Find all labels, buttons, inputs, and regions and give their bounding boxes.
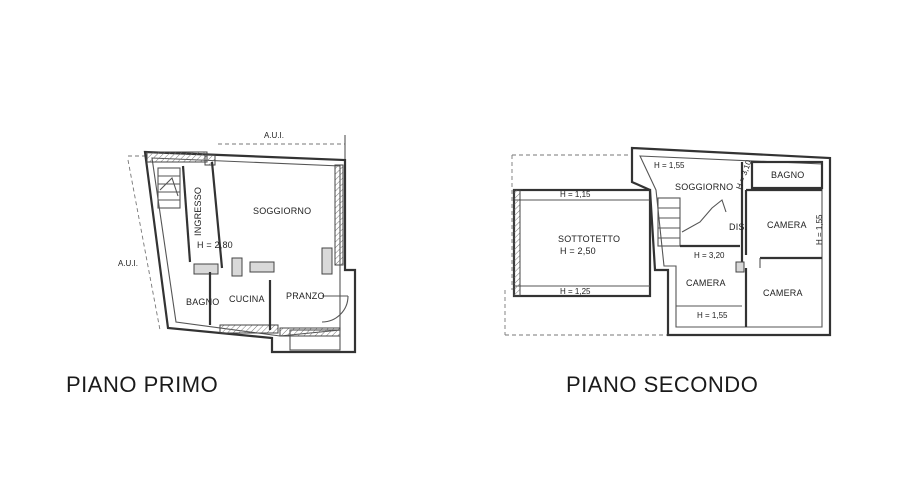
height-label-125: H = 1,25 xyxy=(560,287,591,296)
aui-left-label: A.U.I. xyxy=(118,259,138,268)
room-label-pranzo: PRANZO xyxy=(286,291,325,301)
second-floor-plan xyxy=(504,146,832,337)
room-label-soggiorno: SOGGIORNO xyxy=(253,206,311,216)
room-label-ingresso: INGRESSO xyxy=(193,187,203,236)
room-label-bagno: BAGNO xyxy=(186,297,220,307)
height-label-310: H = 3,10 xyxy=(734,158,753,190)
room-label-bagno-second: BAGNO xyxy=(771,170,805,180)
room-label-camera-left: CAMERA xyxy=(686,278,726,288)
aui-top-label: A.U.I. xyxy=(264,131,284,140)
height-label-first: H = 2,80 xyxy=(197,240,233,250)
height-label-115: H = 1,15 xyxy=(560,190,591,199)
floor-title-first: PIANO PRIMO xyxy=(66,372,219,397)
room-label-dis: DIS. xyxy=(729,222,747,232)
room-label-soggiorno-second: SOGGIORNO xyxy=(675,182,733,192)
height-label-320: H = 3,20 xyxy=(694,251,725,260)
room-label-cucina: CUCINA xyxy=(229,294,265,304)
height-label-155-right: H = 1,55 xyxy=(815,214,824,245)
height-label-155-top: H = 1,55 xyxy=(654,161,685,170)
first-floor-plan xyxy=(127,135,357,354)
floor-title-second: PIANO SECONDO xyxy=(566,372,759,397)
height-label-155-bottom: H = 1,55 xyxy=(697,311,728,320)
room-label-sottotetto: SOTTOTETTO xyxy=(558,234,620,244)
room-label-camera-right-top: CAMERA xyxy=(767,220,807,230)
room-label-camera-right-bottom: CAMERA xyxy=(763,288,803,298)
height-label-250: H = 2,50 xyxy=(560,246,596,256)
